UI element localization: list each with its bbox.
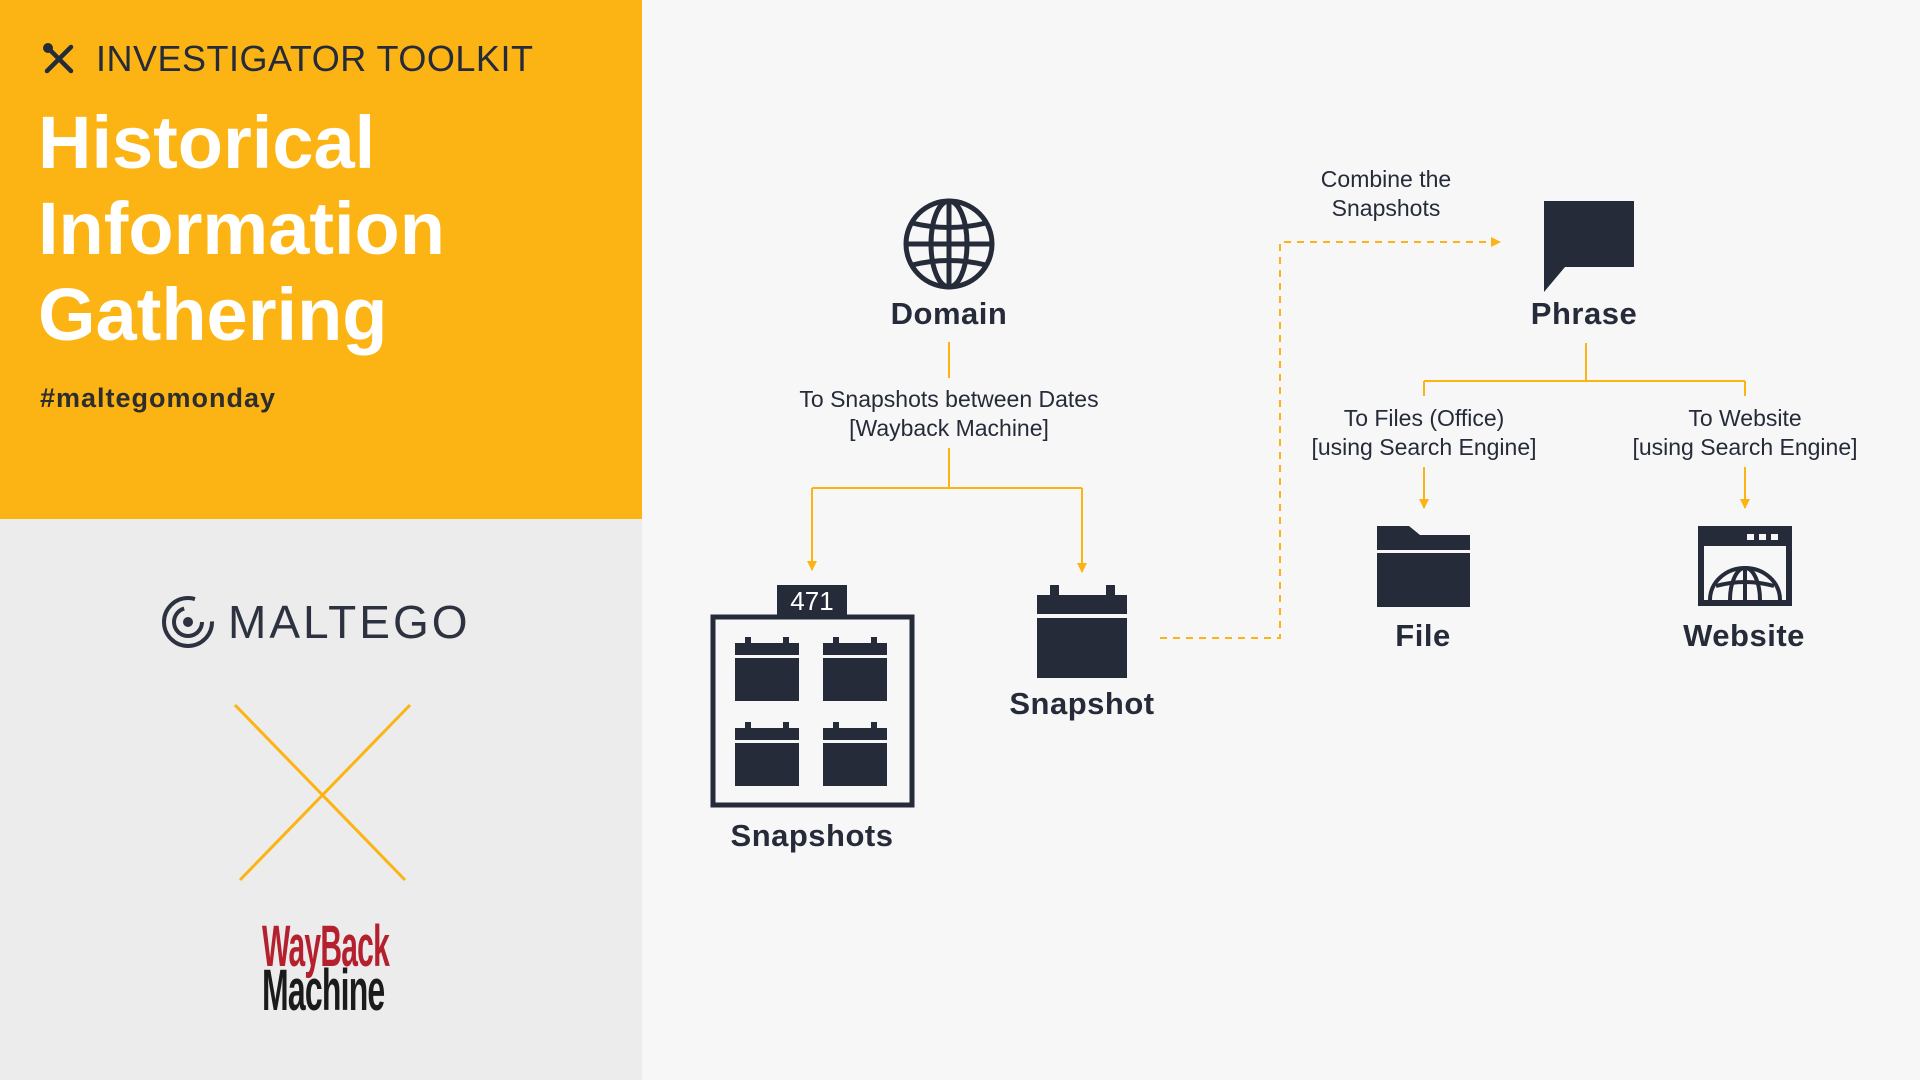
website-node-label: Website — [1683, 618, 1805, 653]
combine-connector — [1160, 237, 1501, 639]
to-snapshots-line-2: [Wayback Machine] — [849, 415, 1049, 441]
to-website-edge-label: To Website [using Search Engine] — [1632, 404, 1857, 462]
toolkit-header: INVESTIGATOR TOOLKIT — [40, 38, 533, 80]
title-line-2: Information — [38, 187, 445, 270]
domain-node-label: Domain — [890, 296, 1008, 331]
file-node-label: File — [1395, 618, 1451, 653]
toolkit-label: INVESTIGATOR TOOLKIT — [96, 38, 534, 79]
to-snapshots-line-1: To Snapshots between Dates — [799, 386, 1099, 412]
snapshots-grid-icon — [710, 614, 915, 808]
maltego-logo: MALTEGO — [160, 594, 471, 650]
combine-line-1: Combine the — [1320, 166, 1452, 192]
combine-line-2: Snapshots — [1331, 195, 1441, 221]
snapshots-count-badge: 471 — [777, 585, 847, 618]
folder-icon — [1377, 526, 1470, 607]
website-icon — [1698, 526, 1792, 606]
collaboration-cross-icon — [233, 703, 412, 882]
hashtag: #maltegomonday — [40, 383, 277, 413]
speech-bubble-icon — [1544, 201, 1634, 292]
snapshot-node-label: Snapshot — [1009, 686, 1155, 721]
title-line-1: Historical — [38, 101, 376, 184]
domain-connectors — [807, 342, 1087, 573]
to-website-line-2: [using Search Engine] — [1632, 434, 1858, 460]
title-line-3: Gathering — [38, 273, 388, 356]
to-snapshots-edge-label: To Snapshots between Dates [Wayback Mach… — [799, 385, 1098, 443]
page-title: Historical Information Gathering — [38, 100, 598, 358]
to-website-line-1: To Website — [1688, 405, 1802, 431]
snapshots-node-label: Snapshots — [730, 818, 894, 853]
to-files-line-2: [using Search Engine] — [1311, 434, 1537, 460]
phrase-node-label: Phrase — [1530, 296, 1638, 331]
wayback-machine-logo: WayBack Machine — [262, 918, 390, 1036]
tools-icon — [43, 43, 74, 74]
to-files-edge-label: To Files (Office) [using Search Engine] — [1311, 404, 1536, 462]
title-panel — [0, 0, 642, 519]
to-files-line-1: To Files (Office) — [1343, 405, 1505, 431]
combine-edge-label: Combine the Snapshots — [1321, 165, 1451, 223]
globe-icon — [903, 198, 995, 290]
maltego-logo-icon — [162, 596, 214, 648]
phrase-connectors — [1419, 343, 1750, 509]
maltego-wordmark: MALTEGO — [228, 596, 471, 648]
calendar-icon — [1037, 585, 1127, 678]
logo-panel — [0, 519, 642, 1080]
